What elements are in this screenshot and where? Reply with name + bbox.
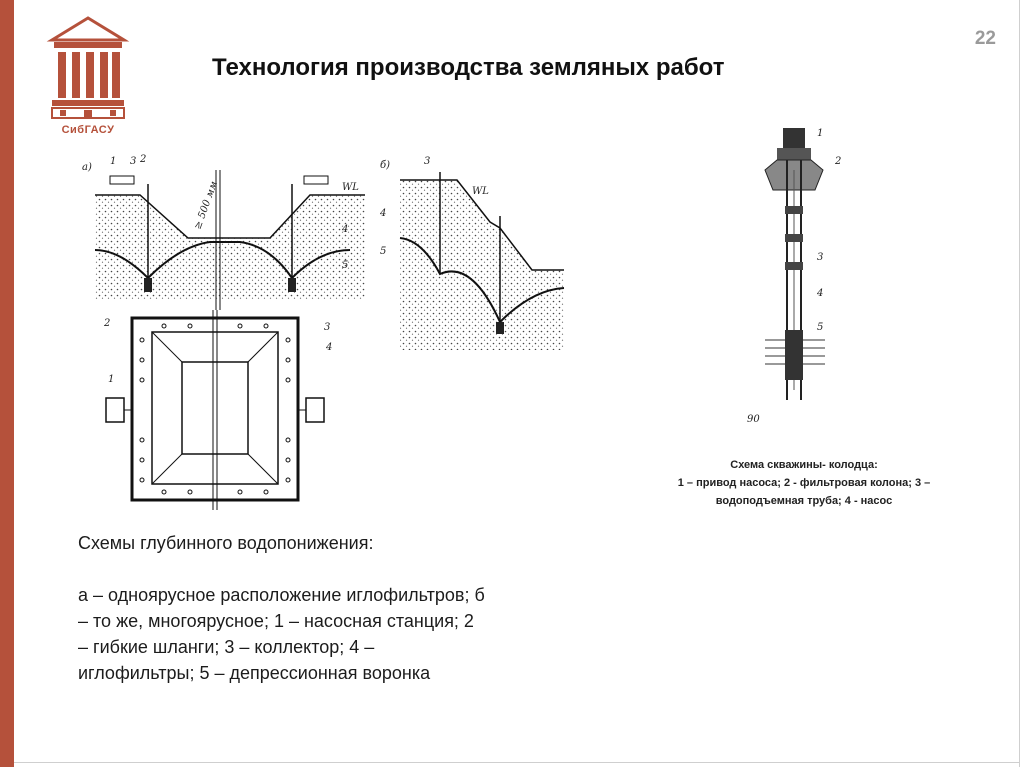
plan-callout-1: 1	[108, 374, 114, 385]
slide-number: 22	[974, 28, 996, 49]
b-callout-4: 4	[379, 208, 386, 219]
plan-callout-3: 3	[324, 322, 330, 333]
label-b: б)	[380, 160, 390, 171]
well-callout-2: 2	[834, 156, 841, 167]
description-line-3: – гибкие шланги; 3 – коллектор; 4 –	[78, 637, 375, 657]
university-logo	[46, 16, 130, 119]
b-callout-3: 3	[424, 156, 430, 167]
b-callout-5: 5	[380, 246, 386, 257]
well-callout-5: 5	[817, 322, 823, 333]
plan-callout-2: 2	[103, 318, 110, 329]
description-heading: Схемы глубинного водопонижения:	[78, 533, 374, 553]
b-wl-label: WL	[472, 186, 489, 197]
description-line-1: а – одноярусное расположение иглофильтро…	[78, 585, 485, 605]
wl-label: WL	[342, 182, 359, 193]
well-callout-3: 3	[817, 252, 823, 263]
callout-3: 3	[130, 156, 136, 167]
well-callout-4: 4	[816, 288, 823, 299]
well-scale-note: 90	[747, 414, 760, 425]
label-a: а)	[82, 162, 92, 173]
bottom-frame-line	[14, 762, 1020, 763]
figure-a-section: а) 1 2 3 4 5 WL ≥ 500 мм	[82, 154, 365, 310]
well-caption-line1: 1 – привод насоса; 2 - фильтровая колона…	[677, 477, 931, 489]
well-caption: Схема скважины- колодца: 1 – привод насо…	[644, 456, 964, 510]
callout-1: 1	[110, 156, 116, 167]
well-caption-title: Схема скважины- колодца:	[730, 459, 878, 471]
left-accent-bar	[0, 0, 14, 767]
well-schematic: 1 2 3 4 5 90	[747, 128, 841, 425]
logo-abbreviation: СибГАСУ	[61, 124, 115, 136]
callout-5: 5	[342, 260, 348, 271]
figure-b-section: б) 3 4 5 WL	[379, 156, 565, 350]
description-line-2: – то же, многоярусное; 1 – насосная стан…	[78, 611, 474, 631]
description-line-4: иглофильтры; 5 – депрессионная воронка	[78, 663, 431, 683]
slide-title: Технология производства земляных работ	[212, 54, 725, 81]
figure-a-plan: 2 1 3 4	[103, 310, 332, 510]
description-block: Схемы глубинного водопонижения: а – одно…	[78, 530, 618, 686]
well-callout-1: 1	[817, 128, 823, 139]
plan-callout-4: 4	[325, 342, 332, 353]
callout-2: 2	[139, 154, 146, 165]
callout-4: 4	[341, 224, 348, 235]
well-caption-line2: водоподъемная труба; 4 - насос	[715, 495, 893, 507]
right-frame-line	[1019, 0, 1020, 767]
